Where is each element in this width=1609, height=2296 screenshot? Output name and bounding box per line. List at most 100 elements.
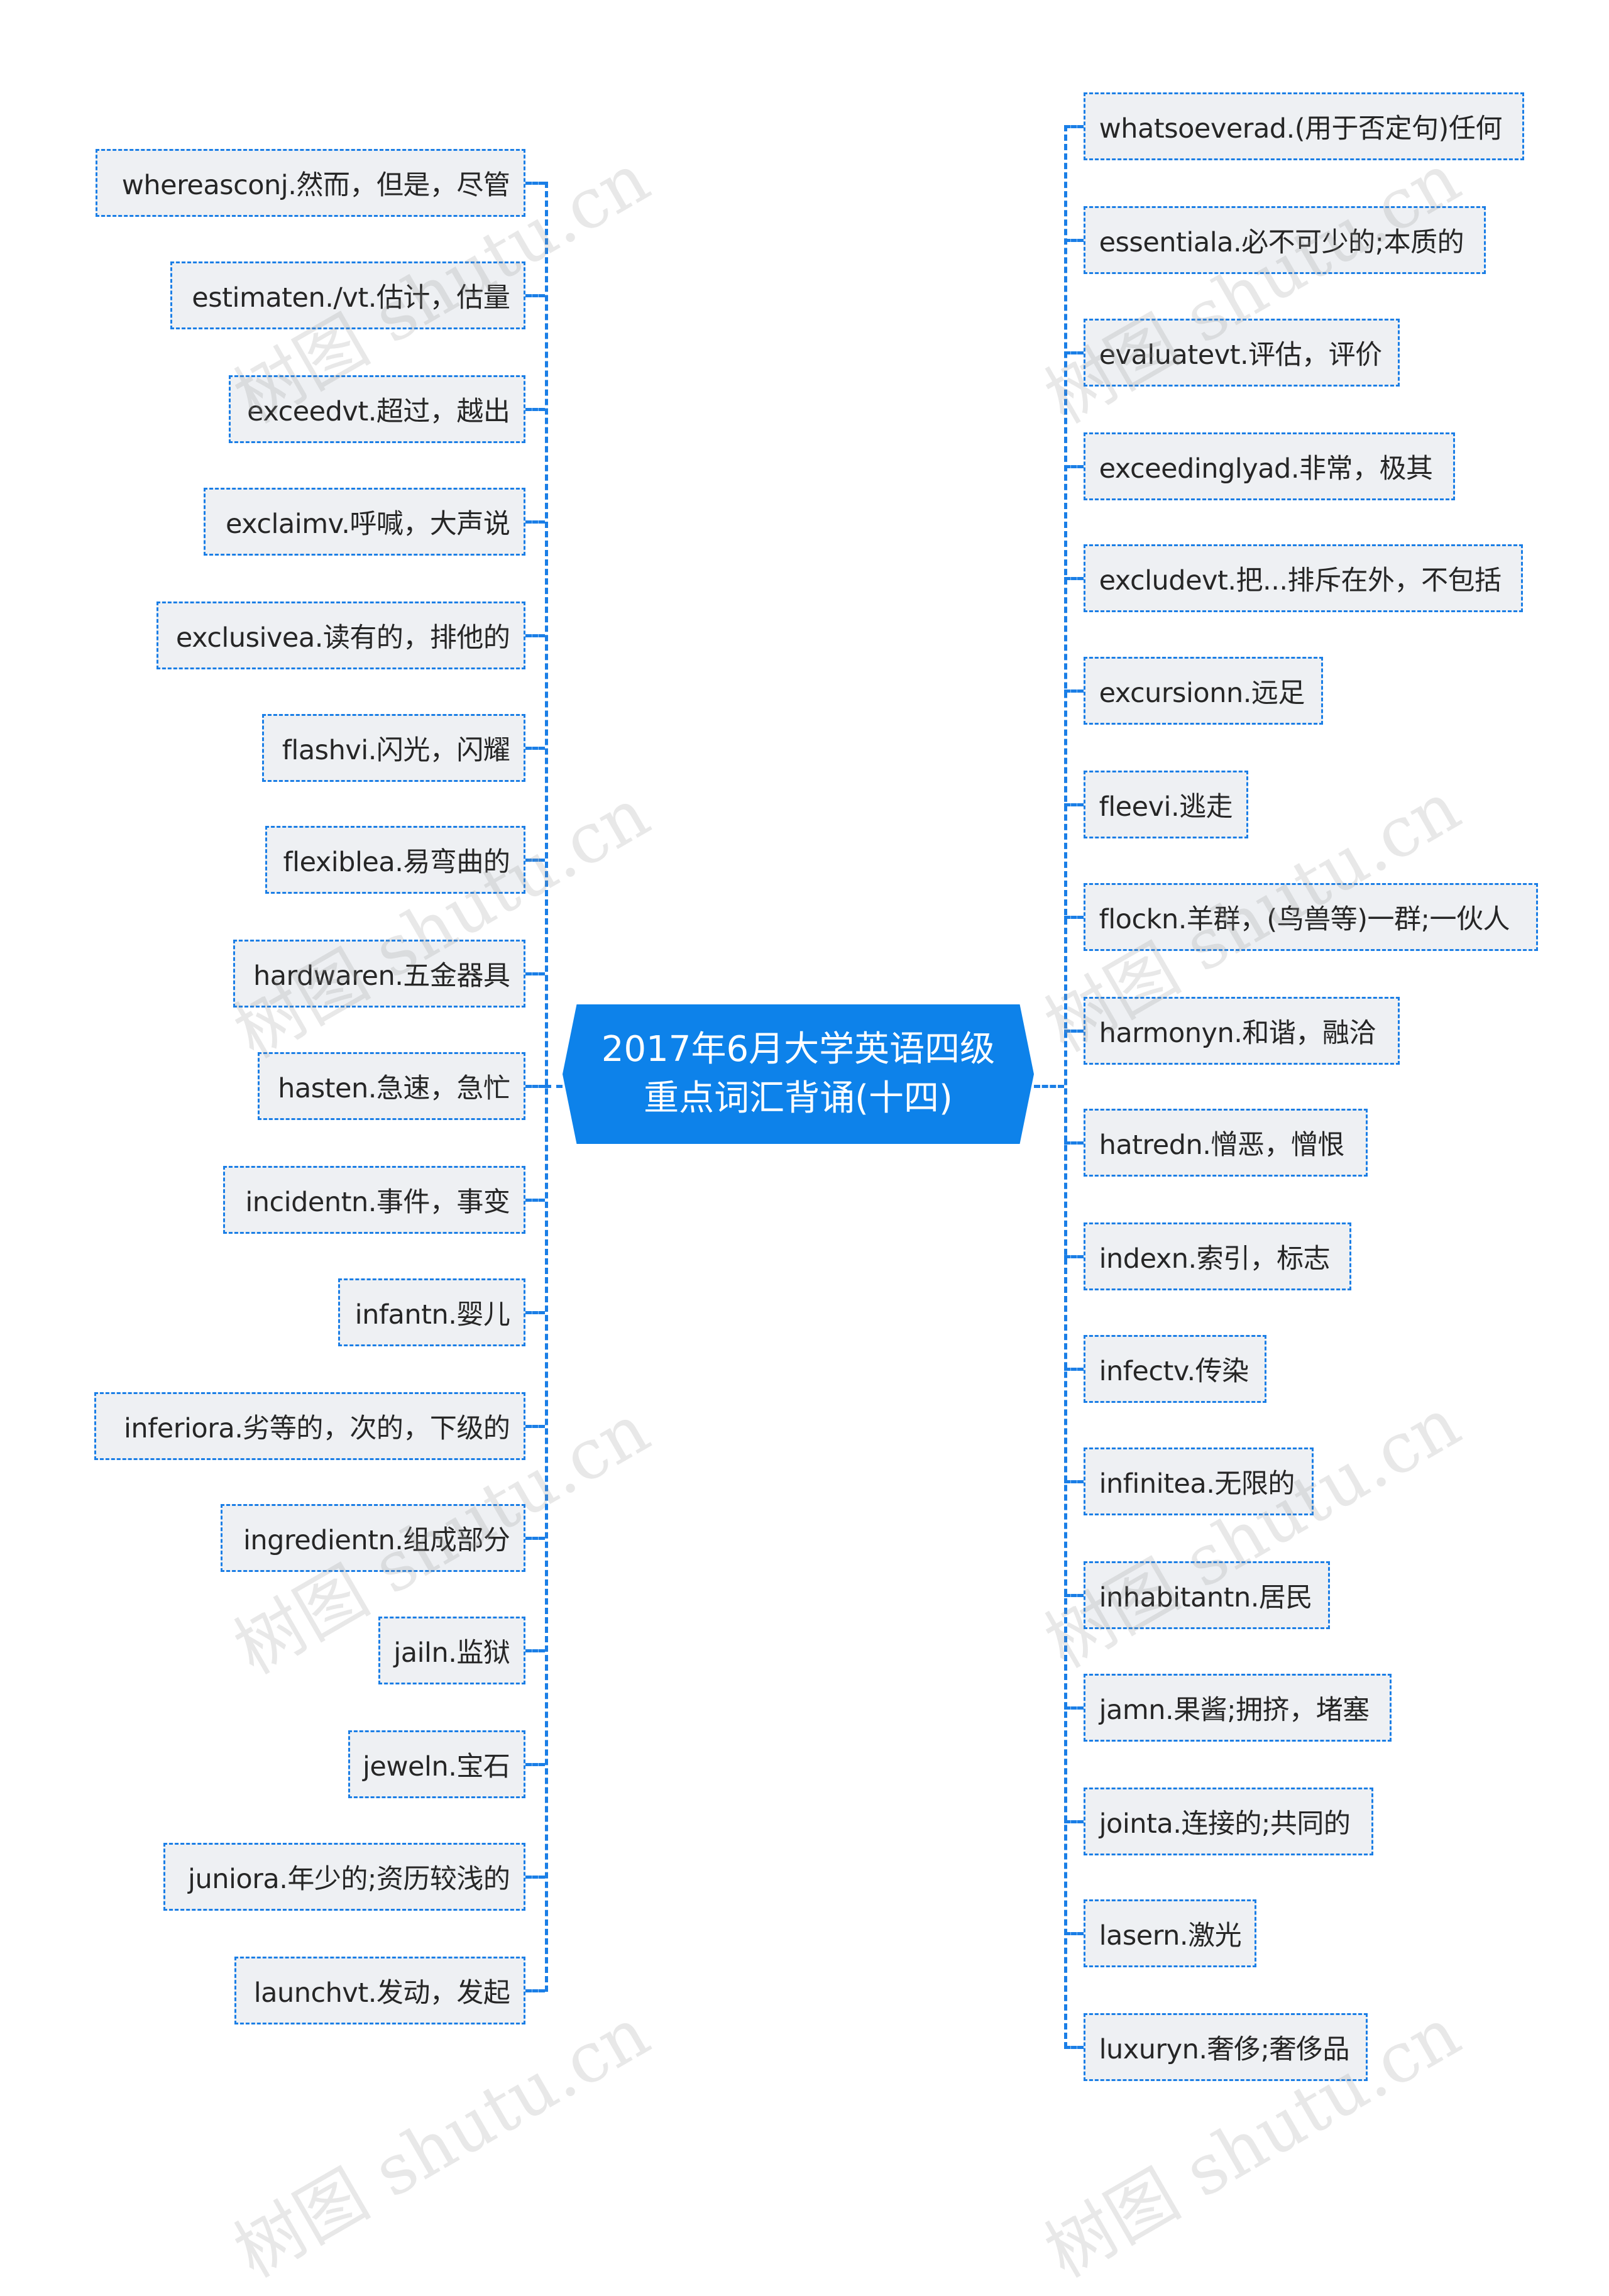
right-topic-node[interactable]: jointa.连接的;共同的 bbox=[1083, 1787, 1373, 1855]
left-topic-label: exceedvt.超过，越出 bbox=[247, 396, 510, 428]
connector-segment bbox=[525, 1649, 546, 1653]
right-topic-label: inhabitantn.居民 bbox=[1099, 1581, 1313, 1613]
left-topic-node[interactable]: infantn.婴儿 bbox=[338, 1278, 526, 1346]
right-topic-node[interactable]: indexn.索引，标志 bbox=[1083, 1222, 1351, 1291]
connector-segment bbox=[1063, 464, 1084, 468]
left-topic-node[interactable]: whereasconj.然而，但是，尽管 bbox=[96, 149, 526, 217]
left-topic-node[interactable]: hasten.急速，急忙 bbox=[258, 1052, 526, 1120]
left-topic-node[interactable]: exceedvt.超过，越出 bbox=[229, 375, 526, 444]
left-topic-label: estimaten./vt.估计，估量 bbox=[192, 282, 510, 314]
connector-segment bbox=[525, 634, 546, 637]
left-topic-label: incidentn.事件，事变 bbox=[245, 1186, 510, 1218]
connector-segment bbox=[1063, 1368, 1084, 1371]
right-topic-node[interactable]: luxuryn.奢侈;奢侈品 bbox=[1083, 2013, 1368, 2082]
right-topic-node[interactable]: lasern.激光 bbox=[1083, 1899, 1257, 1968]
connector-segment bbox=[1063, 803, 1084, 806]
right-topic-label: lasern.激光 bbox=[1099, 1920, 1242, 1952]
central-topic[interactable]: 2017年6月大学英语四级 重点词汇背诵(十四) bbox=[563, 1004, 1034, 1144]
right-topic-label: harmonyn.和谐，融洽 bbox=[1099, 1017, 1376, 1049]
connector-segment bbox=[1063, 1593, 1084, 1597]
right-topic-label: essentiala.必不可少的;本质的 bbox=[1099, 226, 1464, 258]
right-topic-node[interactable]: infectv.传染 bbox=[1083, 1335, 1266, 1403]
left-topic-label: launchvt.发动，发起 bbox=[253, 1977, 510, 2009]
right-topic-node[interactable]: excludevt.把...排斥在外，不包括 bbox=[1083, 544, 1524, 613]
right-topic-label: excursionn.远足 bbox=[1099, 678, 1305, 710]
left-topic-node[interactable]: estimaten./vt.估计，估量 bbox=[170, 261, 526, 330]
left-topic-node[interactable]: ingredientn.组成部分 bbox=[220, 1504, 526, 1573]
left-topic-node[interactable]: flexiblea.易弯曲的 bbox=[265, 826, 526, 894]
connector-segment bbox=[525, 520, 546, 524]
right-topic-node[interactable]: evaluatevt.评估，评价 bbox=[1083, 318, 1400, 387]
mind-map: whereasconj.然而，但是，尽管 estimaten./vt.估计，估量 e… bbox=[94, 92, 1539, 2293]
connector-segment bbox=[1063, 1820, 1084, 1823]
connector-segment bbox=[1063, 689, 1084, 693]
right-topic-label: hatredn.憎恶，憎恨 bbox=[1099, 1129, 1345, 1162]
watermark-text: 树图 shutu.cn bbox=[221, 1992, 662, 2293]
right-topic-label: flockn.羊群，(鸟兽等)一群;一伙人 bbox=[1099, 903, 1510, 935]
left-topic-node[interactable]: exclaimv.呼喊，大声说 bbox=[204, 487, 526, 556]
right-topic-node[interactable]: essentiala.必不可少的;本质的 bbox=[1083, 206, 1486, 274]
right-topic-node[interactable]: excursionn.远足 bbox=[1083, 657, 1324, 725]
left-topic-node[interactable]: exclusivea.读有的，排他的 bbox=[157, 601, 526, 669]
connector-segment bbox=[1063, 1255, 1084, 1259]
left-topic-label: flexiblea.易弯曲的 bbox=[283, 847, 510, 879]
connector-segment bbox=[525, 1537, 546, 1541]
watermark-text: 树图 shutu.cn bbox=[1032, 138, 1473, 439]
right-topic-label: jamn.果酱;拥挤，堵塞 bbox=[1099, 1694, 1370, 1726]
right-topic-label: indexn.索引，标志 bbox=[1099, 1243, 1331, 1275]
left-topic-label: exclaimv.呼喊，大声说 bbox=[225, 508, 510, 540]
right-topic-node[interactable]: whatsoeverad.(用于否定句)任何 bbox=[1083, 92, 1525, 160]
left-topic-node[interactable]: jeweln.宝石 bbox=[348, 1730, 526, 1799]
connector-segment bbox=[1063, 1932, 1084, 1936]
left-topic-label: flashvi.闪光，闪耀 bbox=[282, 734, 510, 766]
connector-segment bbox=[1063, 124, 1084, 128]
right-topic-node[interactable]: inhabitantn.居民 bbox=[1083, 1561, 1331, 1629]
connector-segment bbox=[525, 859, 546, 862]
connector-segment bbox=[1063, 1480, 1084, 1483]
connector-segment bbox=[1063, 1141, 1084, 1145]
right-topic-label: luxuryn.奢侈;奢侈品 bbox=[1099, 2034, 1350, 2066]
connector-segment bbox=[1063, 238, 1084, 242]
left-topic-label: juniora.年少的;资历较浅的 bbox=[188, 1863, 510, 1895]
connector-segment bbox=[1063, 351, 1084, 354]
connector-segment bbox=[525, 1989, 546, 1992]
connector-segment bbox=[1063, 124, 1067, 2049]
right-topic-label: exceedinglyad.非常，极其 bbox=[1099, 453, 1433, 485]
left-topic-label: hasten.急速，急忙 bbox=[278, 1073, 510, 1104]
left-topic-node[interactable]: inferiora.劣等的，次的，下级的 bbox=[94, 1392, 526, 1460]
connector-segment bbox=[1063, 1706, 1084, 1710]
left-topic-node[interactable]: flashvi.闪光，闪耀 bbox=[262, 713, 526, 782]
right-topic-node[interactable]: infinitea.无限的 bbox=[1083, 1447, 1314, 1515]
right-topic-label: evaluatevt.评估，评价 bbox=[1099, 339, 1383, 371]
left-topic-label: hardwaren.五金器具 bbox=[253, 960, 510, 992]
right-topic-label: fleevi.逃走 bbox=[1099, 791, 1233, 823]
right-topic-node[interactable]: flockn.羊群，(鸟兽等)一群;一伙人 bbox=[1083, 882, 1539, 951]
right-topic-label: excludevt.把...排斥在外，不包括 bbox=[1099, 565, 1502, 597]
left-topic-node[interactable]: launchvt.发动，发起 bbox=[234, 1956, 526, 2024]
right-topic-node[interactable]: hatredn.憎恶，憎恨 bbox=[1083, 1109, 1368, 1177]
connector-segment bbox=[525, 1763, 546, 1767]
right-topic-node[interactable]: exceedinglyad.非常，极其 bbox=[1083, 432, 1456, 500]
right-topic-node[interactable]: harmonyn.和谐，融洽 bbox=[1083, 996, 1400, 1065]
left-topic-label: jeweln.宝石 bbox=[362, 1751, 510, 1783]
connector-segment bbox=[525, 1310, 546, 1314]
connector-segment bbox=[525, 1198, 546, 1202]
left-topic-node[interactable]: jailn.监狱 bbox=[378, 1617, 526, 1685]
left-topic-label: inferiora.劣等的，次的，下级的 bbox=[123, 1412, 510, 1444]
left-topic-label: whereasconj.然而，但是，尽管 bbox=[121, 170, 510, 202]
left-topic-label: infantn.婴儿 bbox=[354, 1299, 510, 1331]
left-topic-node[interactable]: incidentn.事件，事变 bbox=[223, 1165, 526, 1234]
left-topic-label: jailn.监狱 bbox=[393, 1637, 510, 1669]
connector-segment bbox=[525, 1424, 546, 1428]
left-topic-node[interactable]: juniora.年少的;资历较浅的 bbox=[163, 1842, 526, 1911]
connector-segment bbox=[1063, 2046, 1084, 2050]
connector-segment bbox=[1063, 577, 1084, 581]
connector-segment bbox=[525, 408, 546, 412]
right-topic-label: whatsoeverad.(用于否定句)任何 bbox=[1099, 113, 1503, 145]
left-topic-node[interactable]: hardwaren.五金器具 bbox=[233, 940, 526, 1008]
connector-segment bbox=[525, 182, 546, 185]
right-topic-node[interactable]: jamn.果酱;拥挤，堵塞 bbox=[1083, 1673, 1392, 1742]
left-topic-label: exclusivea.读有的，排他的 bbox=[175, 622, 510, 654]
right-topic-node[interactable]: fleevi.逃走 bbox=[1083, 771, 1249, 838]
connector-segment bbox=[525, 1085, 546, 1088]
